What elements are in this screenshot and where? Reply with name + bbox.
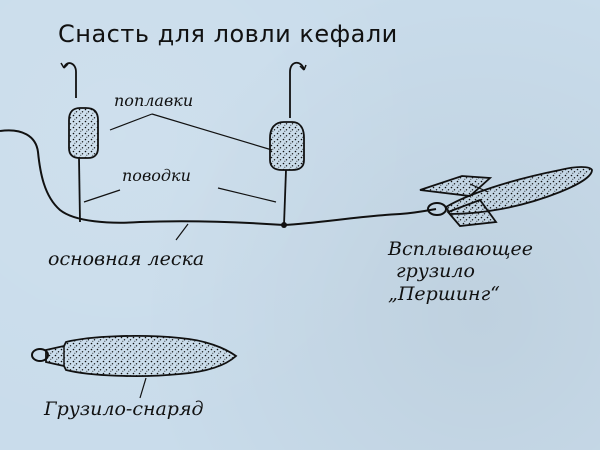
hook-right-icon — [289, 61, 305, 118]
label-main-line: основная леска — [48, 248, 205, 270]
label-leaders: поводки — [122, 166, 191, 185]
leaders-pointer-left — [83, 189, 121, 203]
shell-sinker-pointer — [139, 377, 147, 399]
label-sinker-1: Всплывающее — [388, 238, 534, 260]
hook-left-icon — [63, 62, 77, 98]
main-line — [0, 129, 437, 227]
label-shell-sinker: Грузило-снаряд — [44, 398, 204, 420]
float-right — [269, 61, 307, 228]
label-sinker-2: грузило — [396, 260, 475, 282]
shell-sinker — [31, 335, 238, 377]
page-title: Снасть для ловли кефали — [58, 20, 398, 48]
pershing-sinker — [419, 166, 593, 227]
floats-pointer-left — [109, 113, 153, 131]
label-sinker-3: „Першинг“ — [388, 283, 500, 305]
floats-pointer-right — [151, 113, 273, 151]
label-floats: поплавки — [114, 91, 194, 110]
main-line-pointer — [175, 223, 189, 241]
float-left — [60, 62, 99, 223]
leaders-pointer-right — [217, 187, 277, 203]
